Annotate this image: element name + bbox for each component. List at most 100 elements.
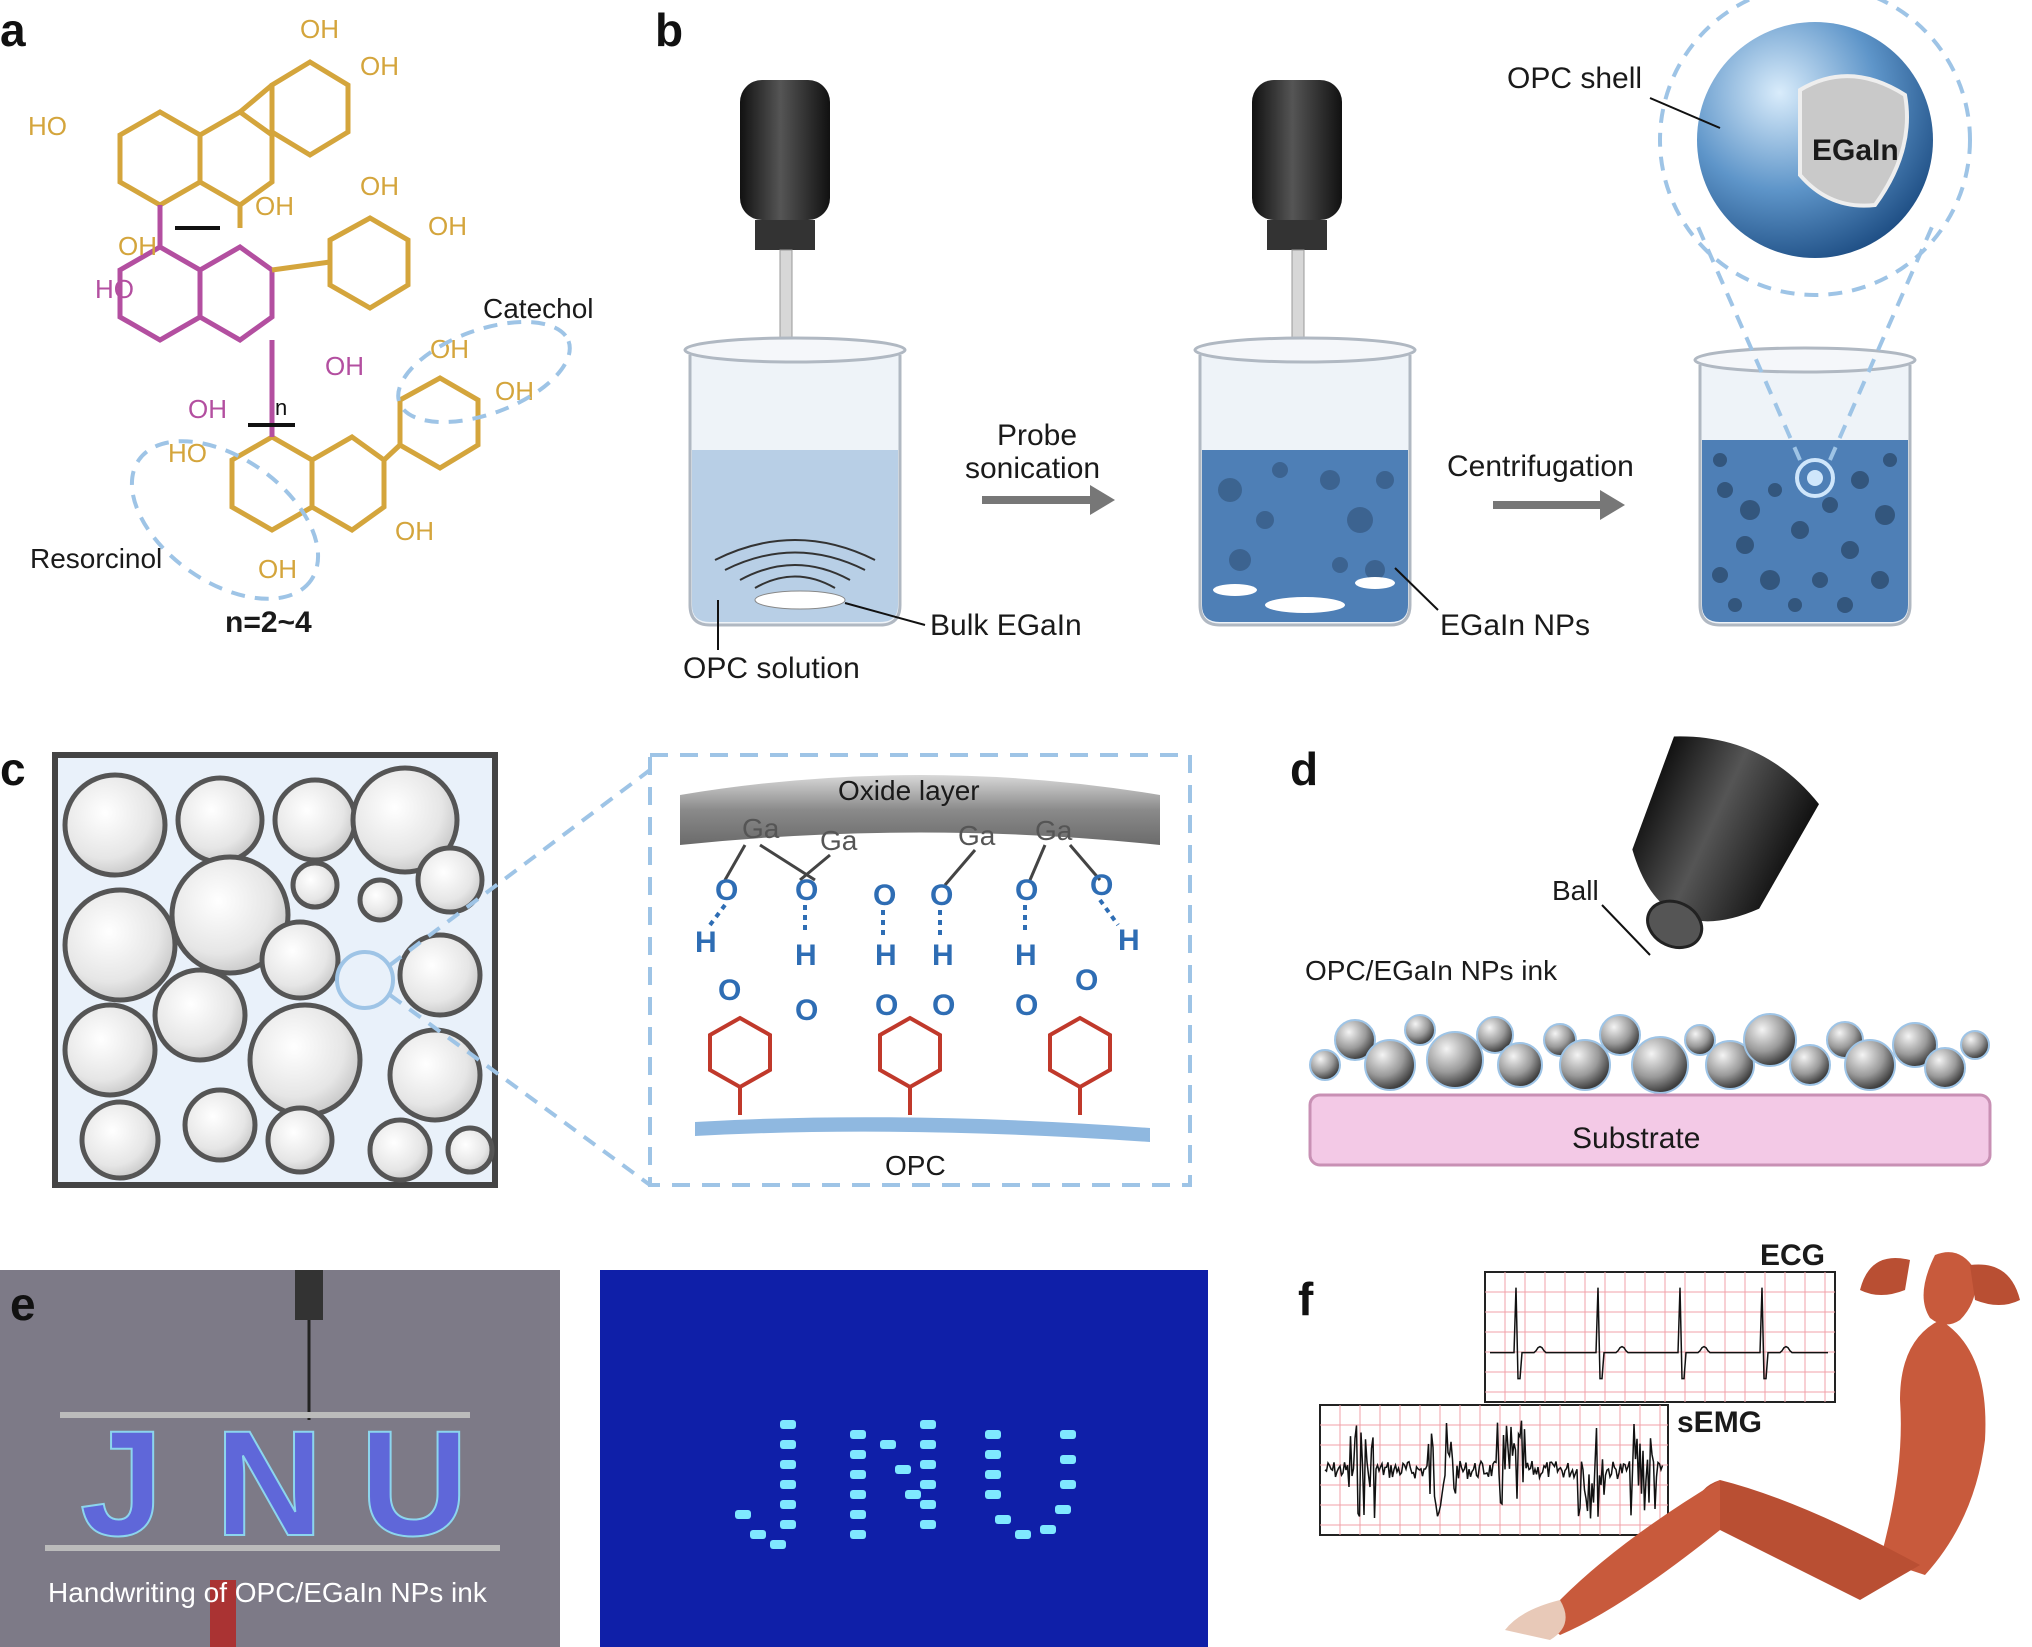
phenolic-rings bbox=[708, 1015, 1112, 1115]
resorcinol-highlight bbox=[129, 439, 321, 601]
hydrogen-atom: H bbox=[795, 939, 817, 972]
probe-head bbox=[1252, 80, 1342, 220]
opc-solution-label: OPC solution bbox=[683, 652, 860, 685]
ga-atom: Ga bbox=[742, 813, 780, 844]
panel-label-c: c bbox=[0, 743, 26, 795]
group-label: OH bbox=[300, 14, 339, 44]
oxygen-atom: O bbox=[930, 879, 953, 912]
formula-label: n=2~4 bbox=[225, 606, 312, 639]
lower-flavanol-unit bbox=[229, 340, 481, 533]
phenol-oxygen: O bbox=[875, 989, 898, 1022]
phenol-oxygen: O bbox=[718, 974, 741, 1007]
pen-bottom bbox=[210, 1580, 236, 1647]
substrate-block bbox=[1308, 1093, 1992, 1167]
panel-c: c Oxide layer Ga Ga Ga Ga O O bbox=[0, 743, 1192, 1188]
particle-cluster bbox=[62, 765, 495, 1183]
hydrogen-atom: H bbox=[1118, 924, 1140, 957]
panel-b: b Probe sonication bbox=[655, 0, 1972, 685]
semg-label: sEMG bbox=[1677, 1406, 1762, 1439]
beaker-centrifuged bbox=[1693, 346, 1917, 627]
beaker-opc-solution bbox=[683, 80, 907, 627]
egain-core bbox=[1798, 74, 1909, 208]
hydrogen-atom: H bbox=[1015, 939, 1037, 972]
rolling-ball bbox=[1646, 899, 1704, 950]
phenol-oxygen: O bbox=[795, 994, 818, 1027]
semg-waveform bbox=[1324, 1420, 1664, 1519]
hydrogen-atom: H bbox=[695, 926, 717, 959]
panel-label-a: a bbox=[0, 4, 26, 56]
oxygen-atom: O bbox=[1015, 874, 1038, 907]
ball-label: Ball bbox=[1552, 875, 1599, 906]
oxide-layer-label: Oxide layer bbox=[838, 775, 980, 806]
phenol-oxygen: O bbox=[1075, 964, 1098, 997]
hydrogen-bonds bbox=[708, 898, 1120, 935]
group-label: OH bbox=[428, 211, 467, 241]
zoom-target-ring bbox=[1795, 458, 1835, 498]
egain-core-label: EGaIn bbox=[1812, 134, 1899, 167]
bulk-egain-label: Bulk EGaIn bbox=[930, 609, 1082, 642]
ga-atom: Ga bbox=[1035, 815, 1073, 846]
led-letter-j: J bbox=[80, 1399, 163, 1567]
led-letter-n: N bbox=[215, 1399, 323, 1567]
repeat-n-label: n bbox=[275, 395, 287, 420]
resorcinol-label: Resorcinol bbox=[30, 543, 162, 574]
oxygen-atom: O bbox=[715, 874, 738, 907]
substrate-label: Substrate bbox=[1572, 1122, 1700, 1155]
photo-handwriting bbox=[0, 1270, 560, 1647]
opc-label: OPC bbox=[885, 1150, 946, 1181]
pen-tip bbox=[1632, 736, 1819, 950]
nanoparticles-dense bbox=[1712, 453, 1897, 613]
ga-o-bonds bbox=[723, 843, 1102, 886]
photo-caption: Handwriting of OPC/EGaIn NPs ink bbox=[48, 1577, 488, 1608]
hydrogen-atom: H bbox=[875, 939, 897, 972]
panel-e: e J N U Handwriting of OPC/EGaIn NPs ink bbox=[0, 1270, 1208, 1647]
group-label: HO bbox=[95, 274, 134, 304]
oxygen-atom: O bbox=[873, 879, 896, 912]
ink-particle-layer bbox=[1309, 1013, 1990, 1094]
semg-trace-box bbox=[1319, 1404, 1669, 1536]
middle-flavanol-unit bbox=[117, 205, 275, 343]
group-label: OH bbox=[255, 191, 294, 221]
pen-top bbox=[295, 1270, 323, 1320]
oxide-layer-band bbox=[680, 775, 1160, 845]
ga-atom: Ga bbox=[958, 820, 996, 851]
magnify-ring bbox=[335, 950, 395, 1010]
group-label: OH bbox=[360, 51, 399, 81]
catechol-label: Catechol bbox=[483, 293, 594, 324]
led-array bbox=[735, 1420, 1076, 1549]
ga-atom: Ga bbox=[820, 825, 858, 856]
panel-label-e: e bbox=[10, 1278, 36, 1330]
middle-b-ring bbox=[271, 215, 411, 311]
ecg-label: ECG bbox=[1760, 1239, 1825, 1272]
oxygen-atom: O bbox=[795, 874, 818, 907]
ecg-trace-box bbox=[1484, 1271, 1836, 1403]
upper-flavanol-unit bbox=[117, 59, 351, 208]
photo-dark-leds bbox=[600, 1270, 1208, 1647]
group-label: OH bbox=[188, 394, 227, 424]
nanoparticles bbox=[1218, 462, 1394, 580]
panel-d: d Ball OPC/EGaIn NPs ink Substrate bbox=[1290, 736, 1992, 1167]
group-label: OH bbox=[395, 516, 434, 546]
opc-backbone bbox=[695, 1117, 1150, 1142]
panel-a: a OH OH bbox=[0, 4, 594, 639]
egain-nps-label: EGaIn NPs bbox=[1440, 609, 1590, 642]
anatomy-figure bbox=[1505, 1252, 2020, 1640]
ultrasound-waves bbox=[714, 539, 876, 589]
ink-label: OPC/EGaIn NPs ink bbox=[1305, 955, 1558, 986]
ecg-waveform bbox=[1490, 1287, 1828, 1380]
panel-label-f: f bbox=[1298, 1273, 1314, 1325]
hydrogen-atom: H bbox=[932, 939, 954, 972]
panel-label-b: b bbox=[655, 4, 683, 56]
group-label: OH bbox=[495, 376, 534, 406]
group-label: OH bbox=[360, 171, 399, 201]
liquid-dark bbox=[1202, 450, 1408, 622]
led-letter-u: U bbox=[360, 1399, 468, 1567]
bulk-egain-drop bbox=[754, 590, 846, 610]
group-label: OH bbox=[325, 351, 364, 381]
step2-label: Centrifugation bbox=[1447, 450, 1634, 483]
catechol-highlight bbox=[396, 319, 572, 425]
panel-f: f ECG sEMG bbox=[1298, 1239, 2020, 1640]
phenol-oxygen: O bbox=[1015, 989, 1038, 1022]
step1-label-line2: sonication bbox=[965, 452, 1100, 485]
